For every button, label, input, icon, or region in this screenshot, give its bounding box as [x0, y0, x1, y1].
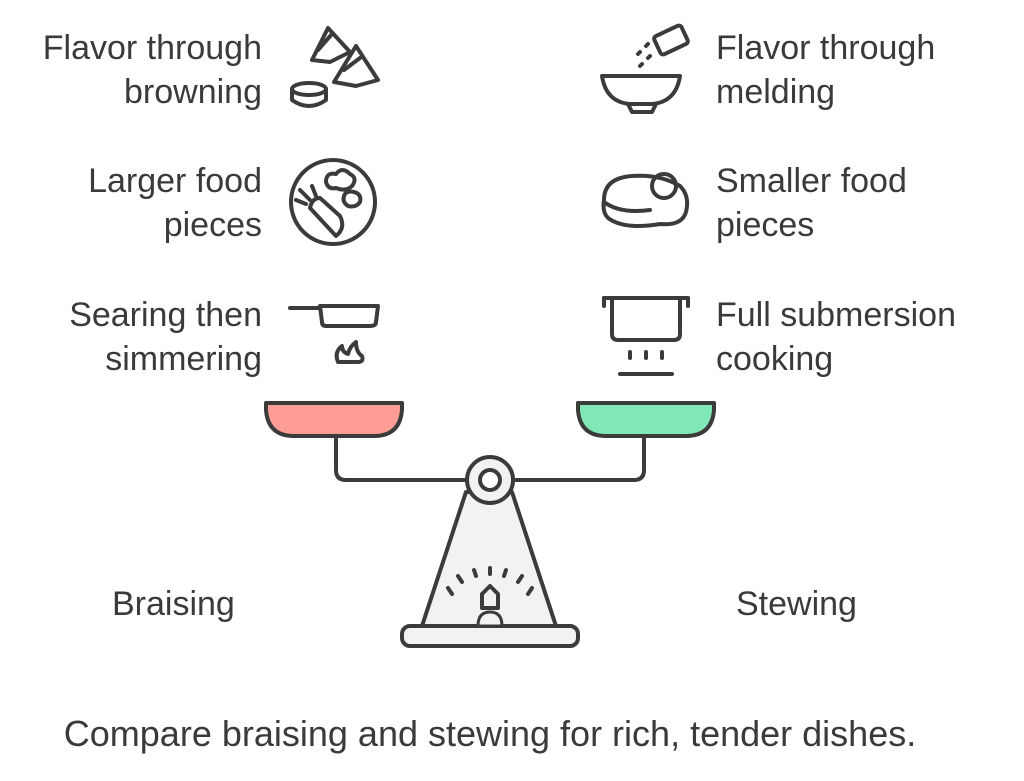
- braising-label: Braising: [112, 585, 235, 623]
- braising-feature-2: Larger food pieces: [88, 159, 262, 247]
- feature-line: Larger food: [88, 162, 262, 200]
- cheese-wedges-icon: [290, 26, 380, 108]
- feature-line: Flavor through: [42, 29, 262, 67]
- feature-line: Searing then: [69, 296, 262, 334]
- stewing-pan: [576, 401, 716, 438]
- braising-feature-3: Searing then simmering: [69, 293, 262, 381]
- seasoning-bowl-icon: [600, 23, 690, 114]
- braising-pan: [264, 401, 404, 438]
- feature-line: melding: [716, 73, 836, 111]
- feature-line: Full submersion: [716, 296, 956, 334]
- feature-line: pieces: [163, 206, 262, 244]
- feature-line: cooking: [716, 340, 834, 378]
- pan-flame-icon: [288, 304, 380, 364]
- braising-feature-1: Flavor through browning: [43, 26, 262, 114]
- stewing-feature-1: Flavor through melding: [716, 26, 935, 114]
- meat-cut-icon: [601, 172, 690, 228]
- vegetable-plate-icon: [289, 158, 377, 246]
- pot-steam-icon: [602, 296, 690, 376]
- stewing-label: Stewing: [736, 585, 857, 623]
- feature-line: browning: [124, 73, 262, 111]
- diagram-caption: Compare braising and stewing for rich, t…: [63, 713, 917, 754]
- scale-base: [400, 624, 580, 648]
- feature-line: Smaller food: [716, 162, 907, 200]
- scale-stand: [420, 490, 558, 628]
- balance-scale: [264, 401, 716, 648]
- stewing-feature-3: Full submersion cooking: [716, 293, 956, 381]
- stewing-feature-2: Smaller food pieces: [716, 159, 907, 247]
- gauge-icon: [446, 566, 534, 628]
- feature-line: Flavor through: [716, 29, 936, 67]
- feature-line: simmering: [105, 340, 262, 378]
- feature-line: pieces: [716, 206, 815, 244]
